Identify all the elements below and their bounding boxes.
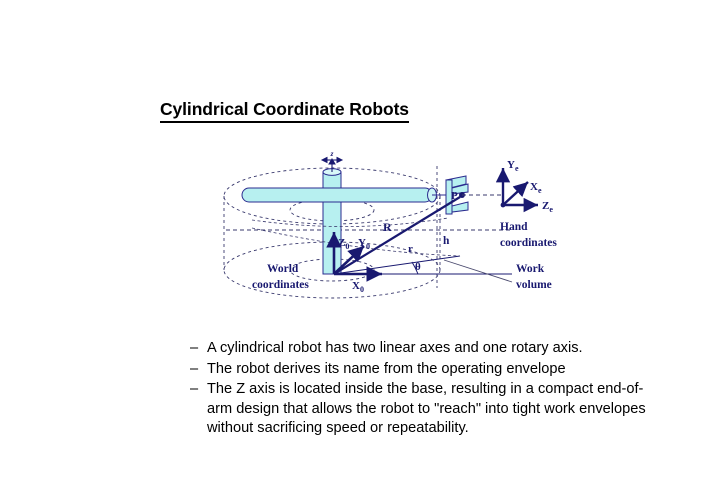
svg-text:Ze: Ze (542, 200, 553, 214)
label-x0-sub: 0 (360, 285, 364, 294)
svg-text:X0: X0 (352, 280, 364, 294)
world-caption-line2: coordinates (252, 279, 309, 291)
point-p-label: P (451, 190, 458, 202)
label-ye-sub: e (515, 164, 519, 173)
svg-text:Z0: Z0 (338, 237, 349, 251)
label-ze-sub: e (549, 205, 553, 214)
world-axis-labels: Z0 Y0 X0 (338, 237, 370, 294)
label-xe: X (530, 181, 538, 193)
work-volume-leader-line (443, 259, 513, 283)
z-travel-arrow-icon (320, 156, 344, 172)
label-xe-sub: e (538, 186, 542, 195)
bullet-marker: – (190, 381, 199, 397)
bullet-marker: – (190, 360, 199, 377)
label-y0-sub: 0 (366, 242, 370, 251)
label-ye: Y (507, 159, 515, 171)
bullet-marker: – (190, 340, 199, 356)
robot-diagram-svg: z P R r θ h (223, 149, 557, 299)
world-coordinate-axes (326, 232, 382, 282)
label-ze: Z (542, 200, 549, 212)
svg-text:Y0: Y0 (358, 237, 370, 251)
hand-caption-line1: Hand (500, 221, 528, 233)
hand-coordinates-caption: Hand coordinates (500, 221, 557, 249)
label-R: R (383, 220, 392, 234)
svg-text:Xe: Xe (530, 181, 542, 195)
label-h: h (443, 235, 450, 247)
label-z0-sub: 0 (345, 242, 349, 251)
projection-helper-lines (251, 217, 461, 257)
label-z0: Z (338, 237, 345, 249)
bullet-text: The Z axis is located inside the base, r… (207, 381, 646, 436)
vector-r (333, 255, 461, 275)
hand-caption-line2: coordinates (500, 237, 557, 249)
world-coordinates-caption: World coordinates (252, 263, 309, 291)
bullet-text: A cylindrical robot has two linear axes … (207, 340, 583, 356)
label-x0: X (352, 280, 360, 292)
robot-horizontal-arm (241, 187, 446, 203)
bullet-item: – The robot derives its name from the op… (190, 360, 660, 380)
bullet-list: – A cylindrical robot has two linear axe… (190, 339, 660, 440)
hand-axis-labels: Ye Xe Ze (507, 159, 553, 214)
z-top-label: z (330, 149, 334, 158)
label-y0: Y (358, 237, 366, 249)
work-volume-caption: Work volume (516, 263, 552, 291)
vector-R (333, 196, 461, 275)
page-title: Cylindrical Coordinate Robots (160, 99, 409, 124)
label-theta: θ (415, 261, 421, 273)
work-caption-line2: volume (516, 279, 552, 291)
hand-coordinate-axes (495, 168, 538, 213)
bullet-text: The robot derives its name from the oper… (207, 360, 566, 377)
bullet-item: – The Z axis is located inside the base,… (190, 380, 660, 439)
bullet-item: – A cylindrical robot has two linear axe… (190, 339, 660, 359)
cylindrical-robot-diagram: z P R r θ h (212, 148, 592, 308)
world-caption-line1: World (267, 263, 299, 275)
theta-arc (411, 261, 419, 275)
work-caption-line1: Work (516, 263, 545, 275)
robot-gripper (445, 175, 469, 215)
robot-vertical-column (322, 168, 342, 275)
svg-text:Ye: Ye (507, 159, 519, 173)
label-r: r (408, 243, 413, 255)
